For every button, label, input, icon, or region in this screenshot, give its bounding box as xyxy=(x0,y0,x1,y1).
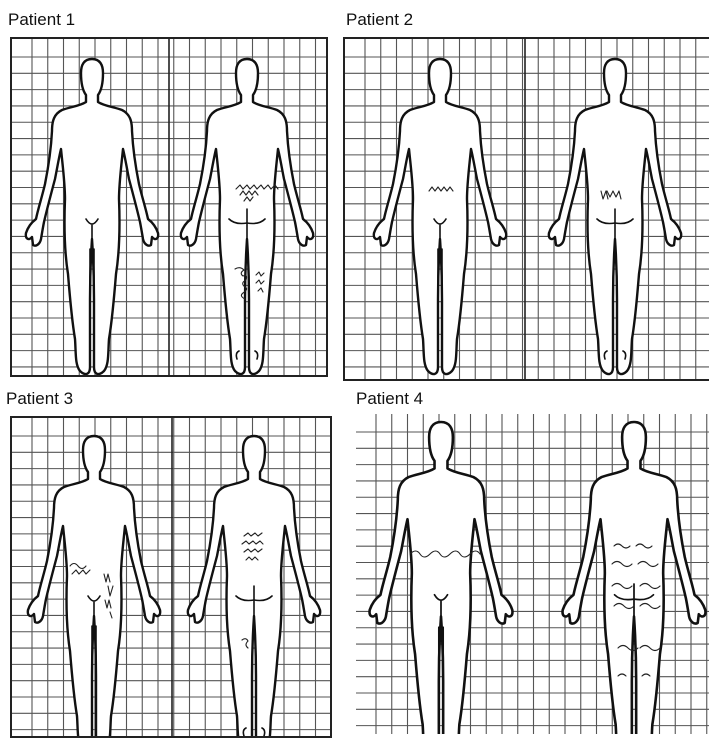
patient-1-label: Patient 1 xyxy=(8,10,75,30)
patient-3-body-chart xyxy=(10,416,332,738)
body-outline xyxy=(563,422,706,734)
patient-4-body-chart xyxy=(356,414,709,736)
patient-4-label: Patient 4 xyxy=(356,389,423,409)
back-body-figure xyxy=(563,422,706,734)
back-body-figure xyxy=(188,436,320,736)
patient-2-diagram xyxy=(345,39,709,379)
patient-2-label: Patient 2 xyxy=(346,10,413,30)
body-outline xyxy=(370,422,513,734)
grid-lines xyxy=(12,418,330,736)
patient-3-diagram xyxy=(12,418,330,736)
patient-2-body-chart xyxy=(343,37,709,381)
patient-1-body-chart xyxy=(10,37,328,377)
patient-4-diagram xyxy=(356,414,709,734)
front-body-figure xyxy=(370,422,513,734)
grid-lines xyxy=(345,39,709,379)
patient-3-label: Patient 3 xyxy=(6,389,73,409)
patient-1-diagram xyxy=(12,39,326,375)
